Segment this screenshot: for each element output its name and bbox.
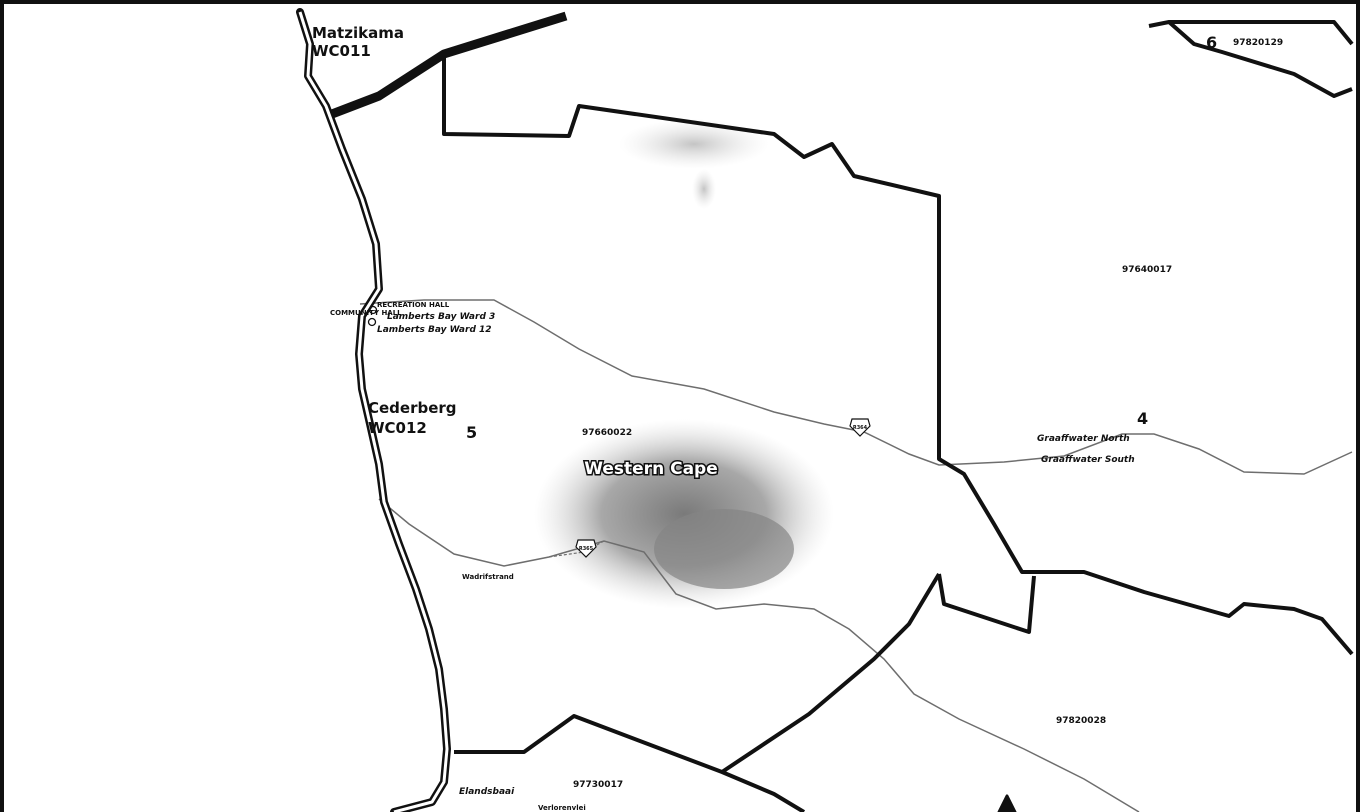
place-graaffwater-south: Graaffwater South — [1041, 455, 1135, 465]
ward-5-boundary — [442, 50, 1354, 656]
municipal-boundary-north — [330, 11, 568, 119]
voting-district-97660022: 97660022 — [582, 428, 632, 438]
place-verloren: Verlorenvlei — [538, 804, 586, 812]
coast-inner — [298, 11, 449, 812]
ward-number-4: 4 — [1137, 409, 1148, 428]
ward-6-boundary — [1148, 20, 1353, 98]
voting-district-97820129: 97820129 — [1233, 38, 1283, 48]
ward-boundary-southwest — [454, 714, 806, 812]
road-r364 — [359, 299, 1353, 475]
poi-marker-2[interactable] — [367, 317, 377, 327]
place-wadrif: Wadrifstrand — [462, 573, 514, 581]
place-graaffwater-north: Graaffwater North — [1037, 434, 1130, 444]
ward-boundary-notch — [937, 573, 1036, 634]
place-recreation-hall: RECREATION HALL — [377, 301, 450, 309]
poi-marker-1[interactable] — [368, 305, 378, 315]
road-r365 — [378, 498, 1140, 812]
ward-boundaries — [296, 8, 1354, 812]
road-shield-r365-label: R365 — [579, 546, 594, 552]
municipality-code-cederberg: WC012 — [368, 419, 427, 437]
road-shield-r365: R365 — [575, 539, 597, 558]
roads — [359, 299, 1353, 812]
province-label: Western Cape — [584, 459, 718, 479]
ward-number-6: 6 — [1206, 33, 1217, 52]
municipality-code-matzikama: WC011 — [312, 42, 371, 60]
voting-district-97820028: 97820028 — [1056, 716, 1106, 726]
voting-district-97730017: 97730017 — [573, 780, 623, 790]
municipality-name-matzikama: Matzikama — [312, 24, 404, 42]
ward-map[interactable]: R364 R365 Matzikama WC011 Cederberg WC01… — [4, 4, 1356, 812]
place-lamberts-bay-ward-12: Lamberts Bay Ward 12 — [377, 325, 492, 335]
ward-boundary-southeast — [720, 572, 941, 774]
ward-6-boundary-edge — [1169, 20, 1354, 46]
poi-markers — [367, 305, 378, 327]
municipality-name-cederberg: Cederberg — [368, 399, 457, 417]
road-shield-r364: R364 — [849, 418, 871, 437]
place-elandsbaai: Elandsbaai — [459, 787, 515, 797]
settlement-area — [534, 119, 834, 609]
marker-wedge — [997, 794, 1017, 812]
place-community-hall: COMMUNITY HALL — [330, 309, 402, 317]
ward-number-5: 5 — [466, 423, 477, 442]
place-lamberts-bay-ward-3: Lamberts Bay Ward 3 — [387, 312, 495, 322]
voting-district-97640017: 97640017 — [1122, 265, 1172, 275]
road-shield-r364-label: R364 — [853, 425, 868, 431]
